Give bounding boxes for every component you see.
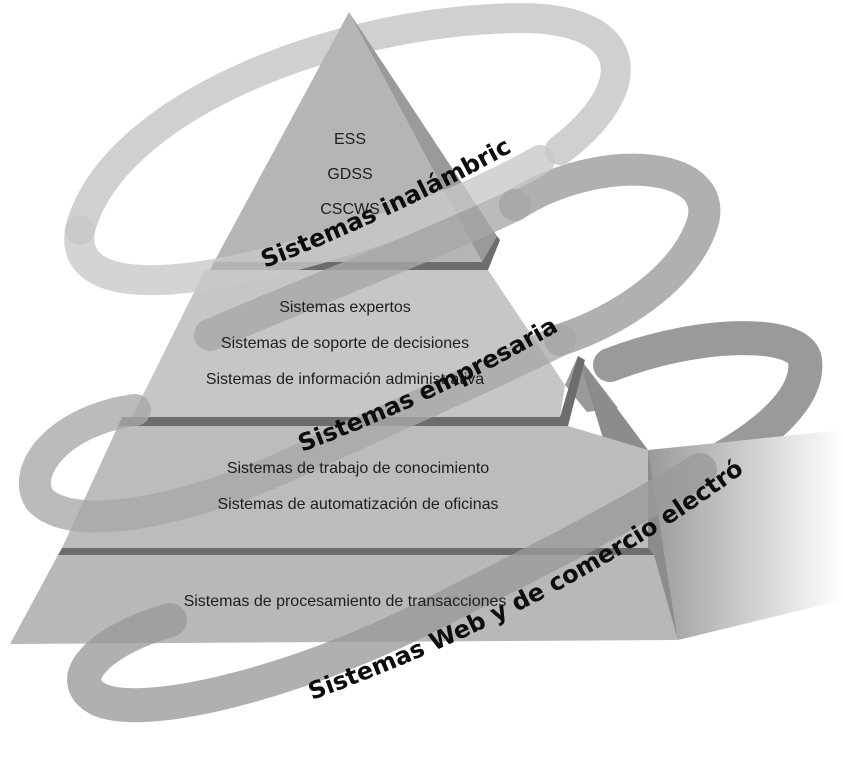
layer-second-ridge xyxy=(118,356,585,426)
label-second-3: Sistemas de información administrativa xyxy=(206,371,484,388)
label-third-1: Sistemas de trabajo de conocimiento xyxy=(227,460,489,477)
label-top-1: ESS xyxy=(334,131,366,148)
label-top-3: CSCWS xyxy=(320,201,380,218)
ring-enterprise-back xyxy=(499,153,721,356)
ring-web-front xyxy=(67,453,717,723)
ring-web-back xyxy=(593,321,823,487)
rings-back xyxy=(65,2,823,487)
label-second-2: Sistemas de soporte de decisiones xyxy=(221,335,469,352)
label-second-1: Sistemas expertos xyxy=(279,299,411,316)
label-third-2: Sistemas de automatización de oficinas xyxy=(217,496,498,513)
layer-third xyxy=(62,426,648,548)
ring-enterprise-front xyxy=(19,189,576,533)
layer-third-ridge xyxy=(58,548,654,555)
pyramid-side-base xyxy=(648,430,843,640)
rings-front xyxy=(19,145,717,723)
layer-top xyxy=(214,12,482,262)
label-base-1: Sistemas de procesamiento de transaccion… xyxy=(184,593,507,610)
label-top-2: GDSS xyxy=(327,166,372,183)
layer-labels: ESS GDSS CSCWS Sistemas expertos Sistema… xyxy=(184,131,507,610)
ring-wireless-front xyxy=(64,145,555,296)
ring-wireless-back xyxy=(65,2,631,245)
